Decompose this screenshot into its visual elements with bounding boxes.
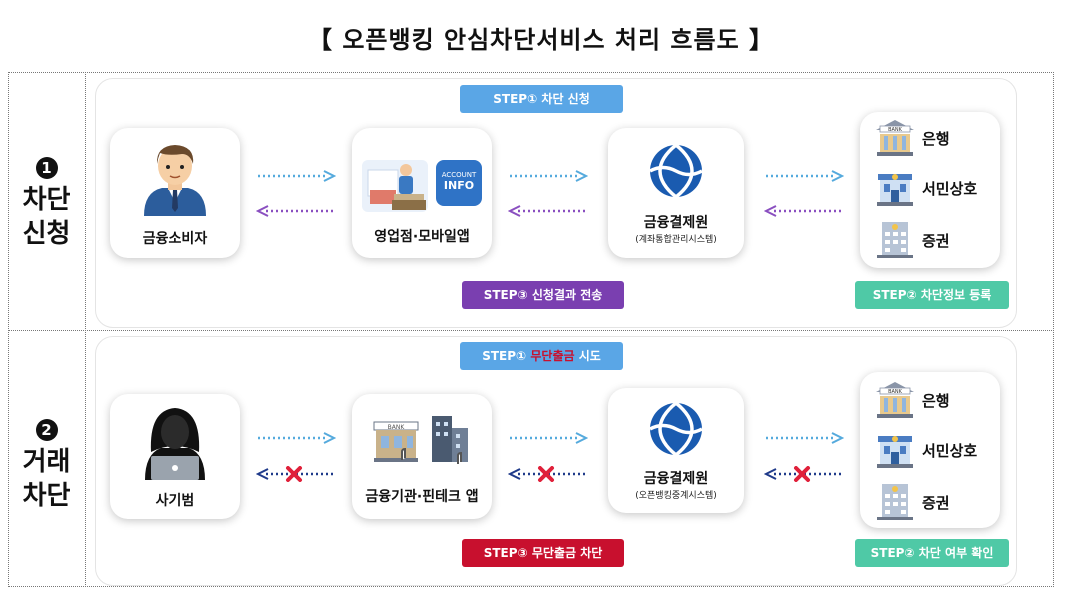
channel-label: 영업점·모바일앱 [374,229,470,245]
step1-highlight: 무단출금 [530,349,575,363]
section-label-line: 차단 [22,481,71,511]
kftc-sublabel: (오픈뱅킹중계시스템) [635,491,717,501]
arrow-left [256,205,334,217]
blocked-arrow-left [764,466,842,482]
hacker-icon [145,408,205,480]
institution-securities: 증권 [874,482,994,522]
block-x-icon [538,466,554,482]
kftc-sublabel: (계좌통합관리시스템) [635,235,717,245]
securities-building-icon [877,222,913,258]
step3-badge: STEP③ 신청결과 전송 [462,281,624,309]
step3-badge: STEP③ 무단출금 차단 [462,539,624,567]
bank-sign: BANK [888,389,903,395]
bank-sign: BANK [388,424,406,431]
section-number-badge: 1 [35,157,58,179]
securities-building-icon [877,484,913,520]
column-divider [85,72,86,587]
savings-bank-icon [877,174,913,206]
savings-bank-icon [877,436,913,468]
bank-building-icon: BANK [876,120,914,156]
arrow-right [510,170,588,182]
step1-prefix: STEP① [482,349,531,363]
institution-label: 은행 [922,130,950,148]
section-label-transaction-block: 2 거래 차단 [8,410,85,513]
blocked-arrow-left [256,466,334,482]
institution-securities: 증권 [874,220,994,260]
institutions-card: BANK 은행 서민상호 [860,372,1000,528]
arrow-left [764,205,842,217]
section-label-line: 거래 [22,447,71,477]
section-label-block-request: 1 차단 신청 [8,148,85,251]
block-x-icon [286,466,302,482]
institution-label: 서민상호 [922,180,978,198]
section-label-line: 신청 [22,219,71,249]
institution-bank: BANK 은행 [874,380,994,420]
fintech-card: BANK 금융기관·핀테크 앱 [352,394,492,519]
institution-label: 은행 [922,392,950,410]
row-divider [8,330,1054,331]
channel-card: ACCOUNT INFO 영업점·모바일앱 [352,128,492,258]
fraudster-label: 사기범 [155,493,195,509]
bank-fintech-icon: BANK [373,416,468,464]
account-info-icon-line1: ACCOUNT [441,171,477,179]
step1-suffix: 시도 [574,349,601,363]
diagram-frame [8,72,1054,587]
fintech-label: 금융기관·핀테크 앱 [365,489,479,505]
institution-label: 서민상호 [922,442,978,460]
arrow-left [508,205,586,217]
person-icon [144,145,206,216]
block-x-icon [794,466,810,482]
institution-label: 증권 [922,494,950,512]
section-label-line: 차단 [22,185,71,215]
step2-badge: STEP② 차단 여부 확인 [855,539,1009,567]
institution-savings: 서민상호 [874,168,994,208]
step1-badge: STEP① 무단출금 시도 [460,342,623,370]
fraudster-card: 사기범 [110,394,240,519]
kftc-card: 금융결제원 (오픈뱅킹중계시스템) [608,388,744,513]
arrow-right [766,432,844,444]
kftc-logo-icon [649,144,703,198]
arrow-right [258,170,336,182]
bank-building-icon: BANK [876,382,914,418]
section-number-badge: 2 [35,419,58,441]
kftc-label: 금융결제원 [643,215,709,231]
institution-savings: 서민상호 [874,430,994,470]
kftc-card: 금융결제원 (계좌통합관리시스템) [608,128,744,258]
institutions-card: BANK 은행 서민상호 [860,112,1000,268]
account-info-icon-line2: INFO [443,179,475,192]
page-title: 【 오픈뱅킹 안심차단서비스 처리 흐름도 】 [307,26,775,54]
kftc-label: 금융결제원 [643,471,709,487]
bank-sign: BANK [888,127,903,133]
customer-label: 금융소비자 [142,231,208,247]
arrow-right [766,170,844,182]
step2-badge: STEP② 차단정보 등록 [855,281,1009,309]
arrow-right [510,432,588,444]
customer-card: 금융소비자 [110,128,240,258]
blocked-arrow-left [508,466,586,482]
account-info-icon: ACCOUNT INFO [436,160,482,206]
institution-label: 증권 [922,232,950,250]
kftc-logo-icon [649,402,703,456]
step1-badge: STEP① 차단 신청 [460,85,623,113]
arrow-right [258,432,336,444]
institution-bank: BANK 은행 [874,118,994,158]
branch-office-icon [362,160,428,212]
